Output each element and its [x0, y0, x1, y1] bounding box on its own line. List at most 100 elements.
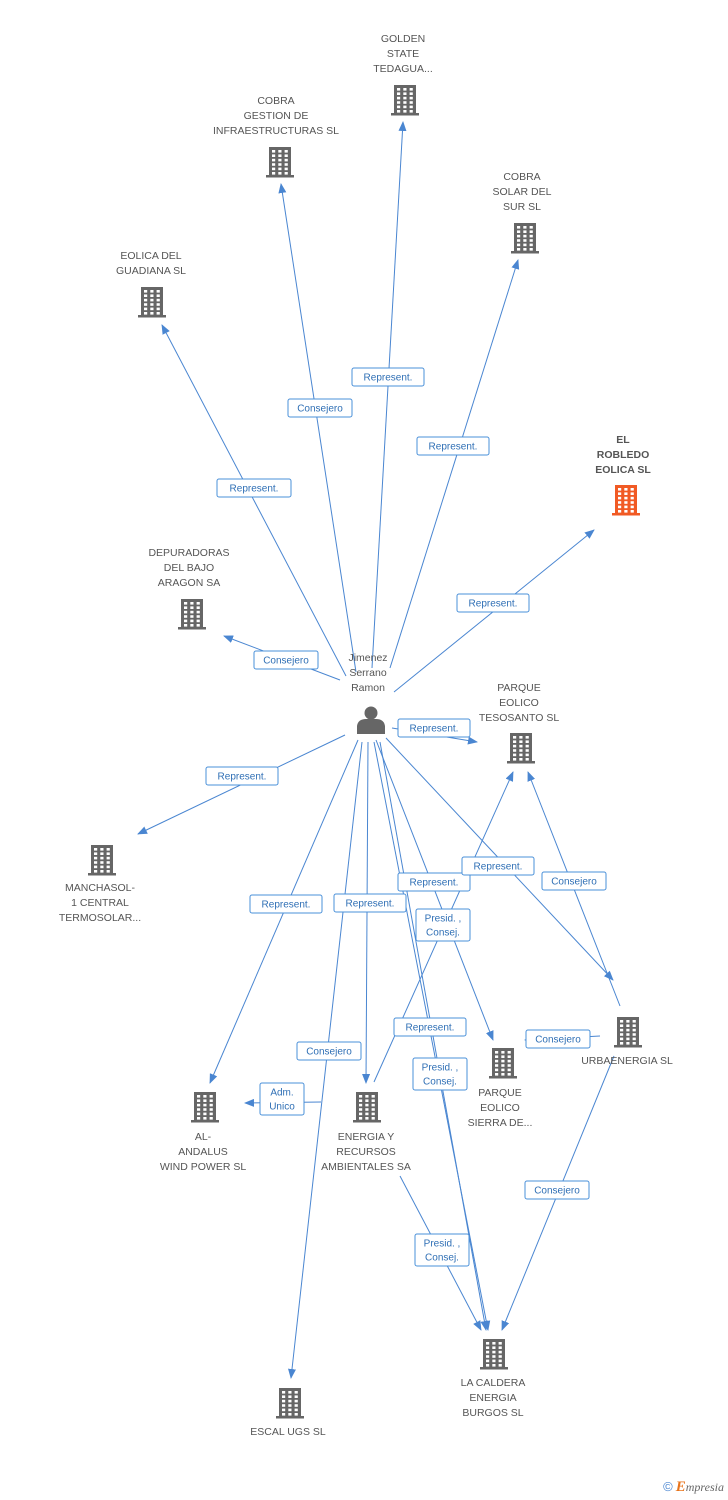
edge-jimenez-to-golden: [371, 121, 407, 669]
edge-label-text: Represent.: [230, 484, 279, 495]
building-icon: [178, 599, 206, 630]
edge-label-text: Represent.: [218, 772, 267, 783]
company-node-energia[interactable]: [353, 1092, 381, 1123]
company-node-el-robledo[interactable]: [612, 485, 640, 516]
company-node-cobra-solar[interactable]: [511, 223, 539, 254]
edge-label-box: [351, 367, 425, 387]
edge-label-box: [415, 908, 471, 942]
edge-label-r8[interactable]: Represent.: [205, 766, 279, 786]
edge-label-text: Consejero: [534, 1186, 580, 1197]
company-label: DEPURADORAS: [148, 547, 229, 559]
edge-label-r18[interactable]: Adm. Unico: [259, 1082, 305, 1116]
edge-label-r9[interactable]: Represent.: [249, 894, 323, 914]
edge-label-text: Adm.: [270, 1088, 293, 1099]
edge-label-r17[interactable]: Consejero: [296, 1041, 362, 1061]
edge-label-r7[interactable]: Represent.: [397, 718, 471, 738]
company-label: INFRAESTRUCTURAS SL: [213, 125, 339, 137]
edge-label-r14[interactable]: Presid. ,Consej.: [415, 908, 471, 942]
edge-label-text: Represent.: [429, 442, 478, 453]
company-label: ARAGON SA: [158, 577, 220, 589]
edge-jimenez-to-cobra_gestion: [278, 183, 357, 673]
edge-label-text: Consejero: [535, 1035, 581, 1046]
building-icon: [88, 845, 116, 876]
edge-label-box: [397, 718, 471, 738]
person-node-jimenez[interactable]: [357, 706, 385, 735]
edge-label-r1[interactable]: Represent.: [216, 478, 292, 498]
company-node-al-andalus[interactable]: [191, 1092, 219, 1123]
edge-label-r11[interactable]: Represent.: [397, 872, 471, 892]
edge-label-box: [205, 766, 279, 786]
company-label: COBRA: [503, 171, 540, 183]
company-label: 1 CENTRAL: [71, 897, 129, 909]
edge-label-box: [249, 894, 323, 914]
company-label: ANDALUS: [178, 1146, 228, 1158]
edge-label-box: [296, 1041, 362, 1061]
edge-label-text: Represent.: [410, 724, 459, 735]
company-node-escal[interactable]: [276, 1388, 304, 1419]
company-node-eolica-guadiana[interactable]: [138, 287, 166, 318]
company-label: EOLICA SL: [595, 464, 651, 476]
edge-label-box: [253, 650, 319, 670]
company-node-cobra-gestion[interactable]: [266, 147, 294, 178]
building-icon: [612, 485, 640, 516]
edge-label-r10[interactable]: Represent.: [333, 893, 407, 913]
company-label: ENERGIA: [469, 1392, 516, 1404]
edge-label-text: Represent.: [364, 373, 413, 384]
company-label: PARQUE: [478, 1087, 522, 1099]
edge-label-box: [287, 398, 353, 418]
building-icon: [507, 733, 535, 764]
building-icon: [191, 1092, 219, 1123]
building-icon: [266, 147, 294, 178]
edge-label-box: [397, 872, 471, 892]
edge-label-text: Represent.: [469, 599, 518, 610]
edge-label-r5[interactable]: Represent.: [456, 593, 530, 613]
edge-label-text: Unico: [269, 1102, 295, 1113]
edge-label-r19[interactable]: Presid. ,Consej.: [412, 1057, 468, 1091]
building-icon: [276, 1388, 304, 1419]
company-label: MANCHASOL-: [65, 882, 136, 894]
company-label: ESCAL UGS SL: [250, 1426, 326, 1438]
edge-label-r13[interactable]: Consejero: [541, 871, 607, 891]
company-label: TERMOSOLAR...: [59, 912, 141, 924]
brand-logo-initial: E: [675, 1479, 686, 1495]
copyright-icon: ©: [663, 1479, 673, 1494]
company-node-tesosanto[interactable]: [507, 733, 535, 764]
edge-label-r2[interactable]: Consejero: [287, 398, 353, 418]
edge-label-text: Presid. ,: [424, 1239, 461, 1250]
company-node-urbaenergia[interactable]: [614, 1017, 642, 1048]
edge-label-text: Represent.: [346, 899, 395, 910]
company-label: AMBIENTALES SA: [321, 1161, 411, 1173]
edge-label-r4[interactable]: Represent.: [416, 436, 490, 456]
company-label: DEL BAJO: [164, 562, 214, 574]
company-node-la-caldera[interactable]: [480, 1339, 508, 1370]
edge-label-r15[interactable]: Represent.: [393, 1017, 467, 1037]
edge-label-r6[interactable]: Consejero: [253, 650, 319, 670]
edge-label-r21[interactable]: Presid. , Consej.: [414, 1233, 470, 1267]
edge-label-r20[interactable]: Consejero: [524, 1180, 590, 1200]
edge-label-text: Consejero: [297, 404, 343, 415]
company-node-golden[interactable]: [391, 85, 419, 116]
edge-label-r16[interactable]: Consejero: [525, 1029, 591, 1049]
company-label: EL: [616, 434, 630, 446]
edge-label-text: Consej.: [425, 1253, 459, 1264]
edge-label-box: [525, 1029, 591, 1049]
edge-label-box: [524, 1180, 590, 1200]
edge-labels-layer: Represent.ConsejeroRepresent.Represent.R…: [205, 367, 607, 1267]
edge-label-box: [416, 436, 490, 456]
company-label: TESOSANTO SL: [479, 712, 559, 724]
edge-label-box: [456, 593, 530, 613]
company-label: SIERRA DE...: [468, 1117, 533, 1129]
footer-brand[interactable]: © Empresia: [663, 1479, 724, 1496]
edge-label-box: [259, 1082, 305, 1116]
edge-label-r3[interactable]: Represent.: [351, 367, 425, 387]
edge-label-r12[interactable]: Represent.: [461, 856, 535, 876]
company-label: TEDAGUA...: [373, 63, 433, 75]
brand-logo-text: mpresia: [685, 1480, 724, 1494]
edge-label-text: Represent.: [262, 900, 311, 911]
company-label: STATE: [387, 48, 419, 60]
building-icon: [138, 287, 166, 318]
company-node-manchasol[interactable]: [88, 845, 116, 876]
nodes-layer: JimenezSerranoRamonGOLDENSTATETEDAGUA...…: [59, 33, 673, 1438]
company-node-sierra[interactable]: [489, 1048, 517, 1079]
company-node-depuradoras[interactable]: [178, 599, 206, 630]
